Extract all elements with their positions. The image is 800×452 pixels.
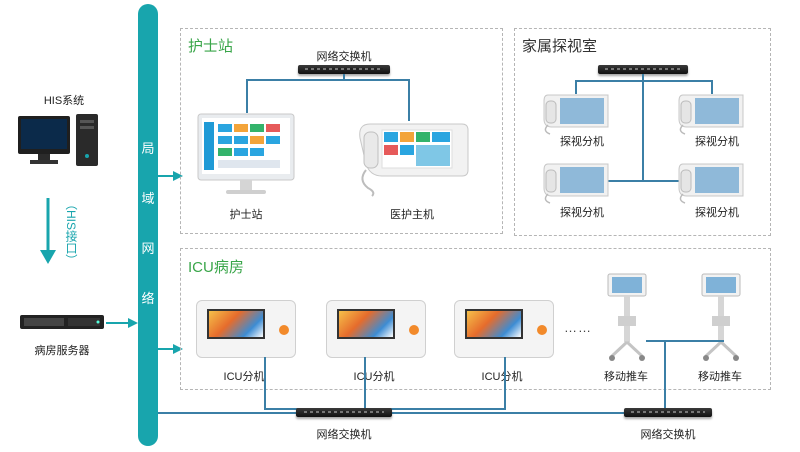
- visit-terminal-1-icon: [543, 94, 609, 135]
- mobile-cart-2-label: 移动推车: [698, 371, 742, 383]
- icu-terminal-2-screen: [337, 309, 395, 339]
- right-arrow-icon: [106, 318, 138, 328]
- family-wire-a: [575, 80, 577, 94]
- icu-wire-1: [264, 357, 266, 409]
- icu-terminal-1: [196, 300, 296, 358]
- icu-wire-h2: [390, 408, 506, 410]
- icu-wire-switch-link: [390, 412, 628, 414]
- down-arrow-icon: [40, 198, 56, 264]
- visit-terminal-4-icon: [678, 163, 744, 204]
- icu-terminal-2-call-icon: [409, 325, 419, 335]
- mobile-cart-1-label: 移动推车: [604, 371, 648, 383]
- icu-wire-cart-h: [646, 340, 724, 342]
- icu-network-switch-2: [624, 408, 712, 417]
- nurse-switch-label: 网络交换机: [316, 51, 372, 63]
- nurse-pc-icon: [197, 113, 295, 194]
- icu-wire-bus: [158, 412, 298, 414]
- icu-terminal-2: [326, 300, 426, 358]
- mobile-cart-2-icon: [701, 273, 741, 361]
- family-wire-trunk: [642, 74, 644, 182]
- icu-terminal-2-label: ICU分机: [353, 371, 395, 383]
- bus-arrow-nurse-icon: [158, 171, 183, 181]
- visit-terminal-2-label: 探视分机: [695, 136, 739, 148]
- icu-wire-cart-v: [664, 340, 666, 408]
- his-interface-label: （HIS接口）: [64, 198, 78, 267]
- icu-switch-2-label: 网络交换机: [640, 429, 696, 441]
- icu-title: ICU病房: [188, 259, 244, 276]
- icu-terminal-1-label: ICU分机: [223, 371, 265, 383]
- lan-bus: [138, 4, 158, 446]
- bus-char-3: 网: [141, 241, 155, 256]
- server-icon: [20, 315, 104, 329]
- medical-host-icon: [359, 123, 469, 197]
- his-system-label: HIS系统: [43, 95, 85, 107]
- icu-terminal-1-screen: [207, 309, 265, 339]
- icu-terminal-3-label: ICU分机: [481, 371, 523, 383]
- family-wire-bottom: [604, 180, 692, 182]
- icu-wire-3: [504, 357, 506, 409]
- nurse-wire-host: [408, 79, 410, 121]
- bus-char-1: 局: [141, 141, 155, 156]
- icu-ellipsis: ……: [564, 320, 592, 335]
- family-wire-top: [575, 80, 713, 82]
- nurse-pc-label: 护士站: [229, 209, 263, 221]
- icu-terminal-3-screen: [465, 309, 523, 339]
- family-room-title: 家属探视室: [522, 38, 598, 55]
- nurse-network-switch: [298, 65, 390, 74]
- mobile-cart-1-icon: [607, 273, 647, 361]
- icu-terminal-1-call-icon: [279, 325, 289, 335]
- family-wire-b: [711, 80, 713, 94]
- medical-host-label: 医护主机: [390, 209, 434, 221]
- visit-terminal-4-label: 探视分机: [695, 207, 739, 219]
- his-computer-icon: [18, 114, 98, 166]
- visit-terminal-3-icon: [543, 163, 609, 204]
- nurse-station-region: [180, 28, 503, 234]
- visit-terminal-2-icon: [678, 94, 744, 135]
- icu-terminal-3-call-icon: [537, 325, 547, 335]
- nurse-station-title: 护士站: [188, 38, 234, 55]
- family-room-region: [514, 28, 771, 236]
- nurse-wire-pc: [246, 79, 248, 113]
- icu-wire-2: [364, 357, 366, 409]
- icu-terminal-3: [454, 300, 554, 358]
- bus-arrow-icu-icon: [158, 344, 183, 354]
- family-network-switch: [598, 65, 688, 74]
- bus-char-4: 络: [141, 291, 155, 306]
- server-label: 病房服务器: [34, 345, 90, 357]
- nurse-wire-switch: [343, 74, 345, 80]
- icu-switch-1-label: 网络交换机: [316, 429, 372, 441]
- icu-region: [180, 248, 771, 390]
- nurse-wire-h: [246, 79, 410, 81]
- icu-network-switch-1: [296, 408, 392, 417]
- bus-char-2: 域: [141, 191, 155, 206]
- visit-terminal-3-label: 探视分机: [560, 207, 604, 219]
- visit-terminal-1-label: 探视分机: [560, 136, 604, 148]
